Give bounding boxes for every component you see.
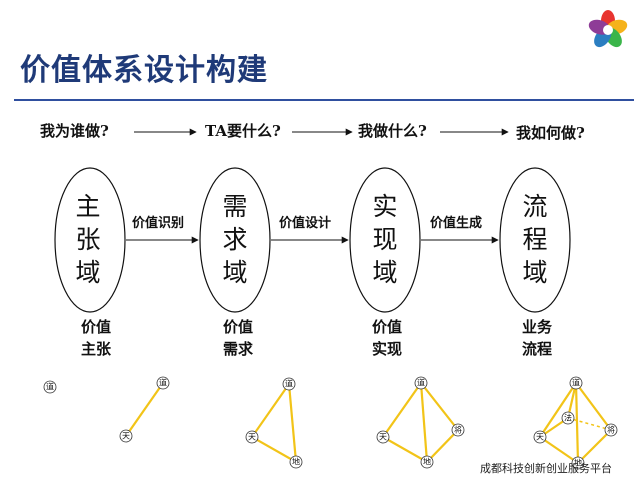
domain-4-output: 业务 流程 bbox=[521, 318, 552, 358]
node-label: 道 bbox=[159, 378, 167, 388]
domain-ellipse-3 bbox=[349, 167, 421, 313]
node-label: 地 bbox=[292, 457, 300, 467]
node-label: 道 bbox=[285, 379, 293, 389]
graph-1 bbox=[43, 380, 57, 394]
domain-3-label: 实 现 域 bbox=[372, 192, 398, 287]
node-label: 地 bbox=[574, 458, 582, 468]
node-label: 天 bbox=[536, 433, 544, 442]
graph-node bbox=[604, 423, 618, 437]
graph-node bbox=[289, 455, 303, 469]
title-divider bbox=[14, 99, 634, 101]
node-label: 道 bbox=[572, 378, 580, 388]
node-label: 道 bbox=[417, 378, 425, 388]
graph-3 bbox=[245, 377, 303, 469]
node-label: 将 bbox=[454, 425, 462, 435]
graph-node bbox=[571, 456, 585, 470]
question-3: 我做什么? bbox=[358, 122, 427, 140]
brand-logo-icon bbox=[588, 10, 628, 48]
graph-node bbox=[119, 429, 133, 443]
domain-1-output: 价值 主张 bbox=[80, 318, 111, 358]
connector-label-3: 价值生成 bbox=[430, 216, 483, 231]
graph-node bbox=[569, 376, 583, 390]
graph-node bbox=[533, 430, 547, 444]
graph-node bbox=[414, 376, 428, 390]
node-label: 将 bbox=[607, 425, 615, 435]
question-2: TA要什么? bbox=[205, 122, 281, 140]
question-4: 我如何做? bbox=[516, 124, 585, 142]
domain-4-label: 流 程 域 bbox=[522, 192, 548, 287]
graph-node bbox=[451, 423, 465, 437]
node-label: 天 bbox=[248, 433, 256, 442]
footer-source: 成都科技创新创业服务平台 bbox=[480, 462, 612, 475]
node-label: 地 bbox=[423, 457, 431, 467]
graph-2 bbox=[119, 376, 170, 443]
page-title: 价值体系设计构建 bbox=[20, 53, 268, 88]
question-1: 我为谁做? bbox=[40, 122, 109, 140]
domain-2-output: 价值 需求 bbox=[222, 318, 253, 358]
graph-node bbox=[245, 430, 259, 444]
node-label: 天 bbox=[379, 433, 387, 442]
connector-label-1: 价值识别 bbox=[132, 216, 185, 231]
graph-5 bbox=[533, 376, 618, 470]
node-label: 法 bbox=[564, 413, 572, 423]
graph-node bbox=[282, 377, 296, 391]
node-label: 道 bbox=[46, 382, 54, 392]
graph-node bbox=[420, 455, 434, 469]
connector-label-2: 价值设计 bbox=[279, 216, 332, 231]
graph-node bbox=[156, 376, 170, 390]
domain-1-label: 主 张 域 bbox=[75, 192, 101, 287]
graph-4 bbox=[376, 376, 465, 469]
graph-node bbox=[43, 380, 57, 394]
graph-node bbox=[376, 430, 390, 444]
domain-3-output: 价值 实现 bbox=[371, 318, 402, 358]
graph-node bbox=[561, 411, 575, 425]
domain-ellipse-1 bbox=[54, 167, 126, 313]
domain-ellipse-4 bbox=[499, 167, 571, 313]
domain-2-label: 需 求 域 bbox=[222, 192, 248, 287]
node-label: 天 bbox=[122, 432, 130, 441]
domain-ellipse-2 bbox=[199, 167, 271, 313]
